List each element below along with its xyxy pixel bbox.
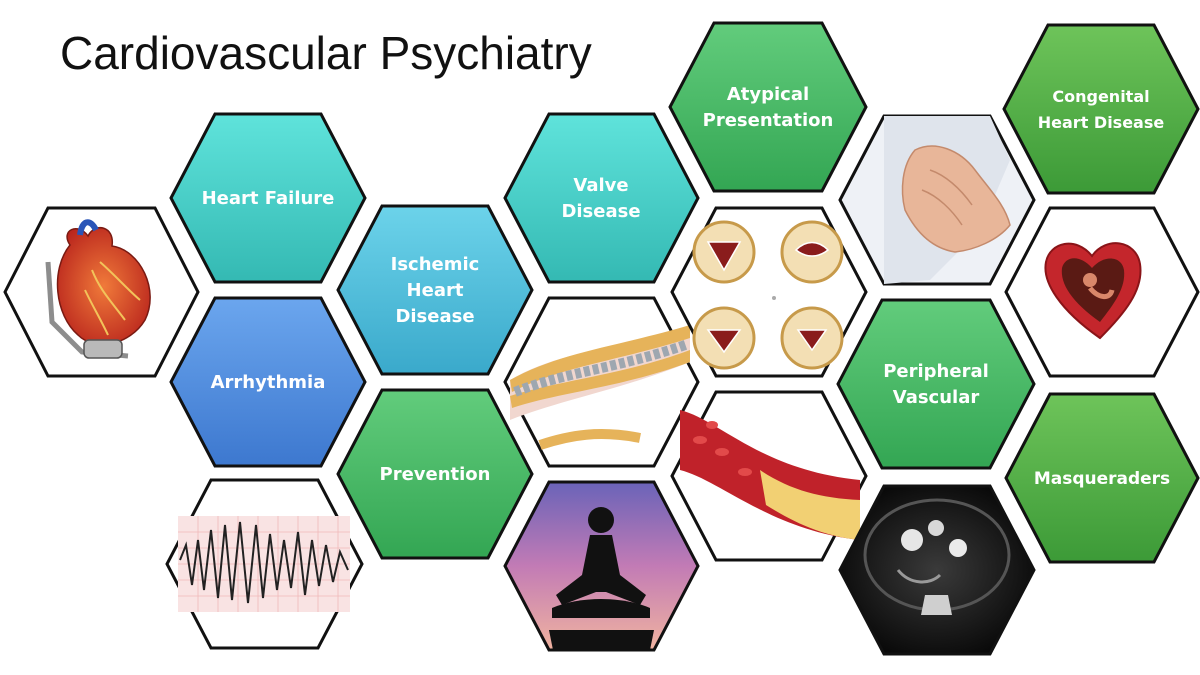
heart-fetus-icon [1044,242,1142,340]
hex-label-line: Atypical [727,84,809,105]
hex-label-line: Prevention [380,464,491,485]
page-title: Cardiovascular Psychiatry [60,27,592,79]
heart-valves-icon [692,220,844,370]
hex-label-line: Disease [561,201,640,222]
hex-label-line: Peripheral [883,361,989,382]
hex-label-line: Heart [407,280,464,301]
hex-arrhythmia[interactable]: Arrhythmia [169,296,367,468]
hex-label-line: Heart Disease [1038,113,1165,132]
hex-heart-failure[interactable]: Heart Failure [169,112,367,284]
hex-heart-device [3,206,200,378]
ecg-trace-icon [179,521,349,604]
artery-plaque-icon [680,410,860,540]
hex-artery-plaque [670,390,868,562]
hex-label-line: Vascular [893,387,980,408]
stent-artery-icon [510,325,690,450]
meditation-person-icon [549,507,654,650]
hex-stent [503,296,700,468]
hex-chest-pain [838,114,1036,286]
hand-on-chest-icon [884,116,1011,284]
hex-label-line: Congenital [1052,87,1149,106]
ct-scan-icon [863,498,1011,615]
hex-label: Heart Failure [202,188,335,209]
hex-ct-scan [838,484,1036,656]
hex-masqueraders[interactable]: Masqueraders [1004,392,1200,564]
hex-valves [670,206,868,378]
hex-label-line: Heart Failure [202,188,335,209]
heart-device-icon [45,219,151,359]
hex-congenital-heart [1004,206,1200,378]
hex-label: Prevention [380,464,491,485]
hex-label-line: Valve [573,175,628,196]
hex-label-line: Masqueraders [1034,469,1170,489]
hex-label-line: Arrhythmia [211,372,326,393]
hex-label: Masqueraders [1034,469,1170,489]
hex-label-line: Presentation [703,110,834,131]
hex-prevention[interactable]: Prevention [336,388,534,560]
hex-label-line: Ischemic [391,254,480,275]
hex-meditation [503,480,700,652]
hex-label: Arrhythmia [211,372,326,393]
hex-label-line: Disease [395,306,474,327]
hex-ecg-strip [165,478,364,650]
